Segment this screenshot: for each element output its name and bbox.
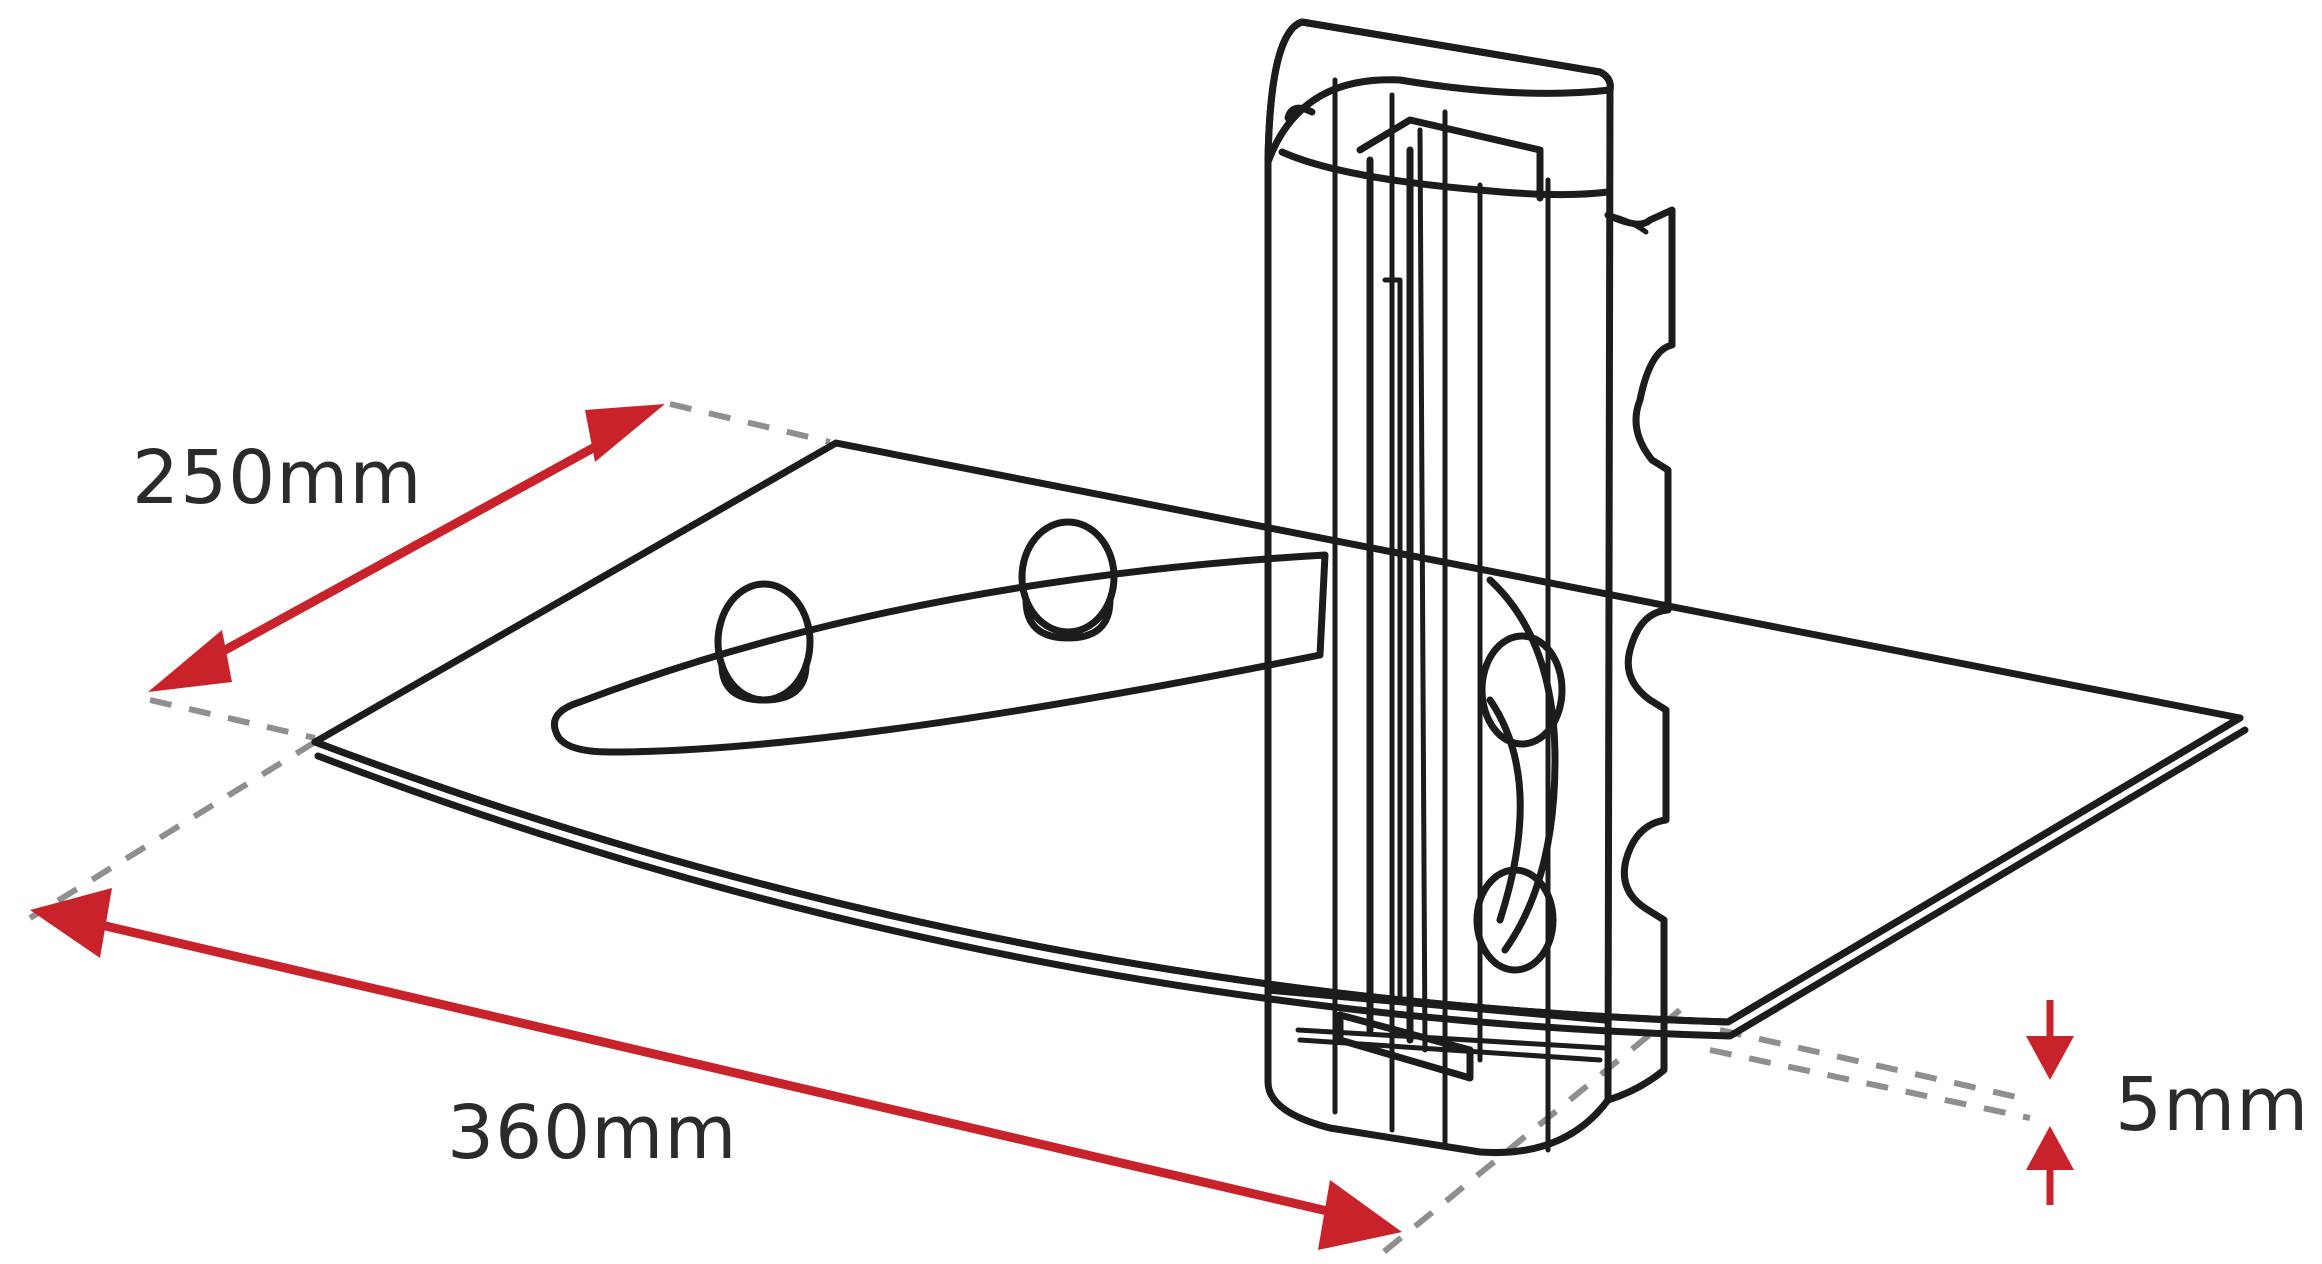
thickness-arrow	[2026, 1000, 2074, 1205]
mounting-pole	[1264, 18, 1676, 1157]
width-label: 360mm	[447, 1090, 738, 1176]
bracket-arm	[551, 518, 1329, 756]
rubber-pad-2	[1018, 518, 1118, 642]
extension-lines	[28, 401, 2031, 1258]
depth-label: 250mm	[132, 435, 423, 521]
thickness-label: 5mm	[2115, 1062, 2310, 1148]
glass-shelf	[311, 439, 2249, 1040]
rubber-pad-1	[714, 580, 814, 704]
depth-arrow	[148, 404, 665, 692]
width-arrow	[30, 888, 1402, 1250]
